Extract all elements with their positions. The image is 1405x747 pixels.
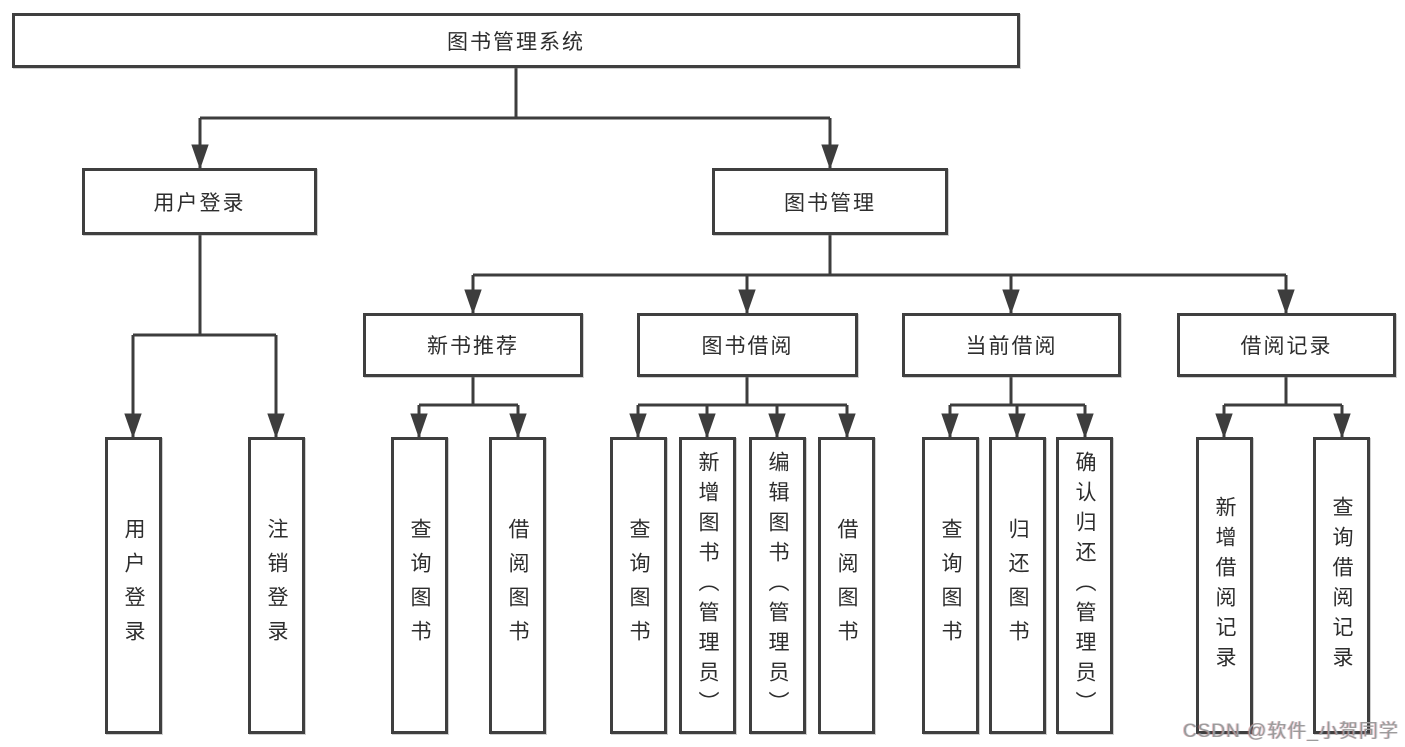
leaf-logout: 注销登录 — [248, 437, 305, 734]
leaf-query-books-1-label: 查询图书 — [408, 517, 431, 654]
node-book-borrow: 图书借阅 — [637, 313, 858, 377]
leaf-add-book-admin: 新增图书（管理员） — [679, 437, 736, 734]
leaf-add-book-admin-label: 新增图书（管理员） — [696, 450, 719, 721]
csdn-watermark: CSDN @软件_小贺同学 — [1183, 721, 1399, 742]
node-user-login: 用户登录 — [82, 168, 317, 235]
leaf-add-borrow-record-label: 新增借阅记录 — [1213, 495, 1236, 676]
leaf-borrow-books-1: 借阅图书 — [489, 437, 546, 734]
node-book-management: 图书管理 — [712, 168, 948, 235]
leaf-query-books-3: 查询图书 — [922, 437, 979, 734]
leaf-borrow-books-1-label: 借阅图书 — [506, 517, 529, 654]
leaf-borrow-books-2-label: 借阅图书 — [835, 517, 858, 654]
leaf-logout-label: 注销登录 — [265, 517, 288, 654]
node-root: 图书管理系统 — [12, 13, 1020, 68]
node-root-label: 图书管理系统 — [447, 30, 585, 54]
leaf-query-books-2-label: 查询图书 — [627, 517, 650, 654]
leaf-add-borrow-record: 新增借阅记录 — [1196, 437, 1253, 734]
node-current-borrow: 当前借阅 — [902, 313, 1121, 377]
node-current-borrow-label: 当前借阅 — [965, 335, 1058, 358]
leaf-query-books-2: 查询图书 — [610, 437, 667, 734]
leaf-return-book-label: 归还图书 — [1006, 517, 1029, 654]
leaf-confirm-return-admin: 确认归还（管理员） — [1056, 437, 1113, 734]
leaf-edit-book-admin-label: 编辑图书（管理员） — [766, 450, 789, 721]
leaf-query-books-1: 查询图书 — [391, 437, 448, 734]
leaf-edit-book-admin: 编辑图书（管理员） — [749, 437, 806, 734]
node-new-book-recommend-label: 新书推荐 — [427, 335, 519, 358]
node-borrow-records-label: 借阅记录 — [1240, 335, 1333, 358]
leaf-query-books-3-label: 查询图书 — [939, 517, 962, 654]
node-user-login-label: 用户登录 — [153, 191, 246, 215]
node-borrow-records: 借阅记录 — [1177, 313, 1396, 377]
node-book-management-label: 图书管理 — [784, 191, 876, 215]
leaf-query-borrow-record-label: 查询借阅记录 — [1330, 495, 1353, 676]
leaf-user-login-label: 用户登录 — [122, 517, 145, 654]
leaf-return-book: 归还图书 — [989, 437, 1046, 734]
leaf-borrow-books-2: 借阅图书 — [818, 437, 875, 734]
node-new-book-recommend: 新书推荐 — [363, 313, 583, 377]
node-book-borrow-label: 图书借阅 — [701, 335, 794, 358]
leaf-query-borrow-record: 查询借阅记录 — [1313, 437, 1370, 734]
leaf-user-login: 用户登录 — [105, 437, 162, 734]
leaf-confirm-return-admin-label: 确认归还（管理员） — [1073, 450, 1096, 721]
